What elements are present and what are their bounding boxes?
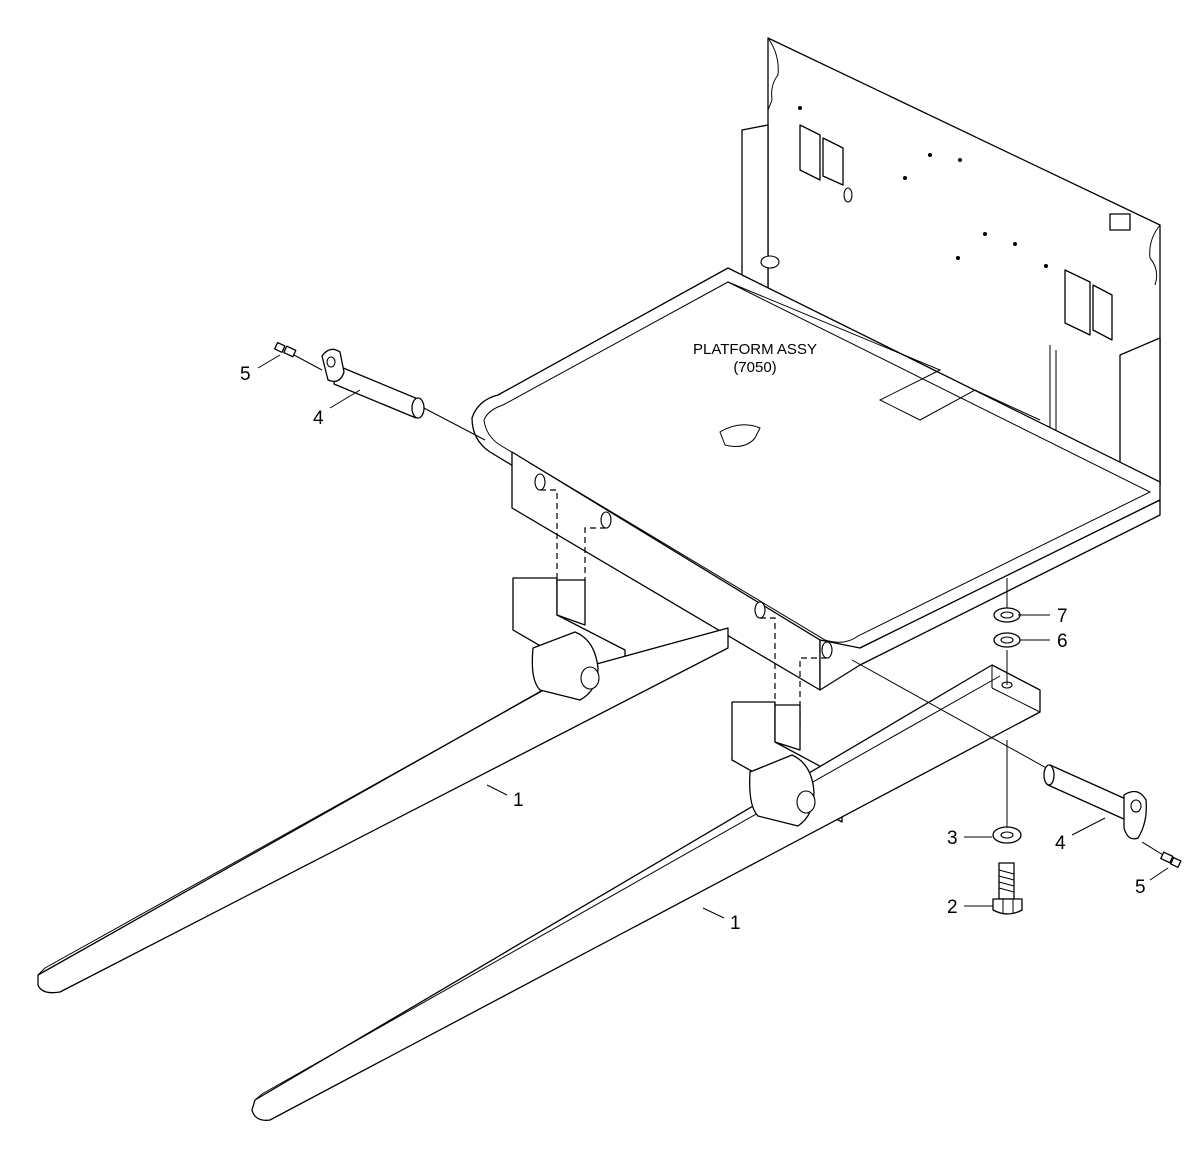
callout-bolt: 2 <box>947 897 958 918</box>
fork-right <box>251 664 1041 1121</box>
assembly-title: PLATFORM ASSY <box>693 341 817 358</box>
callout-fork-right: 1 <box>730 913 741 934</box>
callout-leaders <box>257 354 1169 919</box>
callout-fork-left: 1 <box>513 790 524 811</box>
fork-left <box>37 577 729 994</box>
washer-mid <box>993 632 1021 648</box>
platform-back-wall <box>767 37 1161 555</box>
bolt <box>992 862 1023 915</box>
pin-right <box>851 659 1147 840</box>
platform-skirt <box>511 451 1161 691</box>
callout-washer-mid: 6 <box>1057 631 1068 652</box>
washer-top <box>993 607 1021 623</box>
pin-screw-left <box>274 341 323 371</box>
callout-pin-screw-right: 5 <box>1135 877 1146 898</box>
callout-pin-right: 4 <box>1055 833 1066 854</box>
callout-washer-lower: 3 <box>947 828 958 849</box>
assembly-number: (7050) <box>733 359 776 376</box>
washer-lower <box>992 826 1022 844</box>
callout-pin-left: 4 <box>313 408 324 429</box>
pin-left <box>321 348 486 441</box>
hidden-lines <box>540 489 827 725</box>
callout-washer-top: 7 <box>1057 606 1068 627</box>
platform-side-posts <box>741 124 1161 501</box>
pin-screw-right <box>1141 841 1182 868</box>
callout-pin-screw-left: 5 <box>240 364 251 385</box>
